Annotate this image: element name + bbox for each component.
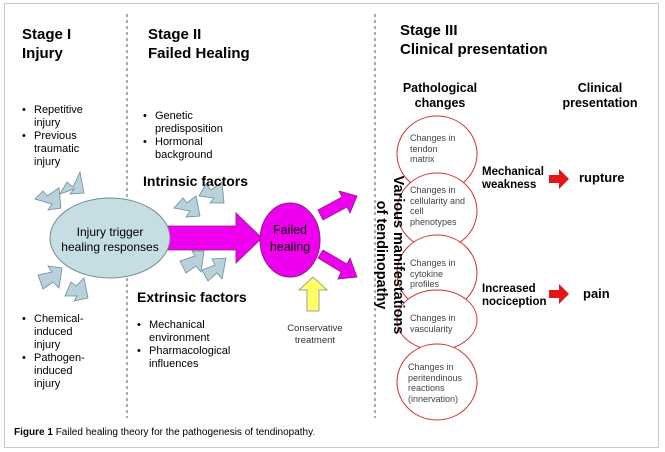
change-text-vascularity: Changes in vascularity — [410, 313, 480, 334]
rupture-label: rupture — [579, 170, 625, 185]
pathological-changes-header: Pathological changes — [385, 81, 495, 111]
clinical-header-line2: presentation — [562, 96, 638, 110]
input-arrow-4 — [64, 277, 89, 302]
caption-period: . — [312, 427, 316, 438]
change-line: cell — [410, 206, 424, 216]
change-line: Changes in — [410, 258, 456, 268]
stage3-title: Stage III Clinical presentation — [400, 21, 548, 59]
input-arrow-7 — [179, 250, 205, 274]
change-text-cellularity: Changes in cellularity and cell phenotyp… — [410, 185, 482, 227]
stage1-title: Stage I Injury — [22, 25, 71, 63]
increased-line1: Increased — [482, 283, 536, 295]
injury-trigger-ellipse — [49, 197, 171, 279]
change-line: Changes in — [408, 362, 454, 372]
input-arrow-1 — [59, 170, 85, 195]
change-line: tendon — [410, 143, 438, 154]
input-arrow-5 — [173, 195, 201, 218]
change-text-peritendinous: Changes in peritendinous reactions (inne… — [408, 362, 482, 404]
list-item: Hormonal background — [143, 136, 263, 162]
change-line: Changes in — [410, 313, 456, 323]
list-item: Pathogen-induced injury — [22, 352, 97, 391]
change-line: profiles — [410, 279, 440, 289]
change-text-cytokine: Changes in cytokine profiles — [410, 258, 480, 290]
mechanical-weakness-label: Mechanical weakness — [482, 166, 544, 192]
input-arrow-2 — [34, 187, 62, 211]
change-line: Changes in — [410, 133, 456, 143]
diverge-arrow-up — [317, 190, 358, 221]
change-circle-peritendinous — [396, 343, 478, 421]
red-arrow-pain — [549, 284, 569, 304]
mechanical-line2: weakness — [482, 179, 537, 191]
main-arrow — [159, 212, 263, 264]
change-line: Changes in — [410, 185, 456, 195]
pathological-header-line2: changes — [414, 96, 466, 110]
failed-healing-line2: healing — [269, 240, 311, 254]
caption-label: Figure 1 — [14, 427, 53, 438]
stage1-title-line2: Injury — [22, 45, 63, 62]
caption-text: Failed healing theory for the pathogenes… — [55, 427, 313, 438]
extrinsic-list: Mechanical environment Pharmacological i… — [137, 319, 252, 371]
intrinsic-factors-label: Intrinsic factors — [143, 173, 249, 189]
stage3-title-line2: Clinical presentation — [400, 41, 548, 58]
injury-trigger-line2: healing responses — [61, 240, 159, 254]
change-line: peritendinous — [408, 372, 463, 383]
red-arrow-rupture — [549, 169, 569, 189]
stage2-title-line1: Stage II — [148, 26, 202, 43]
change-line: (innervation) — [408, 393, 459, 404]
input-arrow-8 — [201, 257, 227, 282]
conservative-line2: treatment — [294, 335, 336, 346]
list-item: Chemical-induced injury — [22, 313, 97, 352]
diverge-arrow-down — [317, 249, 358, 280]
stage1-title-line1: Stage I — [22, 26, 72, 43]
intrinsic-list: Genetic predisposition Hormonal backgrou… — [143, 110, 263, 162]
injury-trigger-line1: Injury trigger — [76, 225, 144, 239]
figure-caption: Figure 1 Failed healing theory for the p… — [14, 427, 315, 438]
pathological-header-line1: Pathological — [402, 81, 478, 95]
increased-nociception-label: Increased nociception — [482, 283, 547, 309]
stage1-bottom-list: Chemical-induced injury Pathogen-induced… — [22, 313, 97, 391]
increased-line2: nociception — [482, 296, 547, 308]
stage2-title: Stage II Failed Healing — [148, 25, 250, 63]
change-line: cytokine — [410, 268, 444, 279]
list-item: Pharmacological influences — [137, 345, 252, 371]
various-manifestations-line2: of tendinopathy — [373, 200, 389, 310]
conservative-line1: Conservative — [287, 323, 343, 334]
mechanical-line1: Mechanical — [482, 166, 544, 178]
clinical-header-line1: Clinical — [577, 81, 623, 95]
list-item: Genetic predisposition — [143, 110, 263, 136]
list-item: Repetitive injury — [22, 104, 97, 130]
clinical-presentation-header: Clinical presentation — [550, 81, 650, 111]
change-line: cellularity and — [410, 195, 466, 206]
various-manifestations-line1: Various manifestations — [390, 175, 406, 335]
conservative-treatment-label: Conservative treatment — [275, 323, 355, 347]
stage2-title-line2: Failed Healing — [148, 45, 250, 62]
failed-healing-label: Failed healing — [260, 222, 320, 256]
failed-healing-ellipse — [259, 202, 321, 278]
input-arrow-6 — [198, 181, 225, 204]
change-line: matrix — [410, 154, 435, 164]
various-manifestations-label: Various manifestations of tendinopathy — [339, 140, 439, 370]
input-arrow-3 — [37, 265, 63, 290]
injury-trigger-label: Injury trigger healing responses — [55, 225, 165, 255]
stage1-top-list: Repetitive injury Previous traumatic inj… — [22, 104, 97, 169]
stage3-title-line1: Stage III — [400, 22, 458, 39]
pain-label: pain — [583, 286, 610, 301]
failed-healing-line1: Failed — [272, 223, 308, 237]
list-item: Mechanical environment — [137, 319, 252, 345]
change-text-matrix: Changes in tendon matrix — [410, 133, 480, 165]
extrinsic-factors-label: Extrinsic factors — [137, 289, 247, 305]
conservative-arrow — [297, 276, 329, 312]
change-line: phenotypes — [410, 216, 457, 227]
change-line: reactions — [408, 383, 445, 393]
list-item: Previous traumatic injury — [22, 130, 97, 169]
change-line: vascularity — [410, 323, 453, 334]
